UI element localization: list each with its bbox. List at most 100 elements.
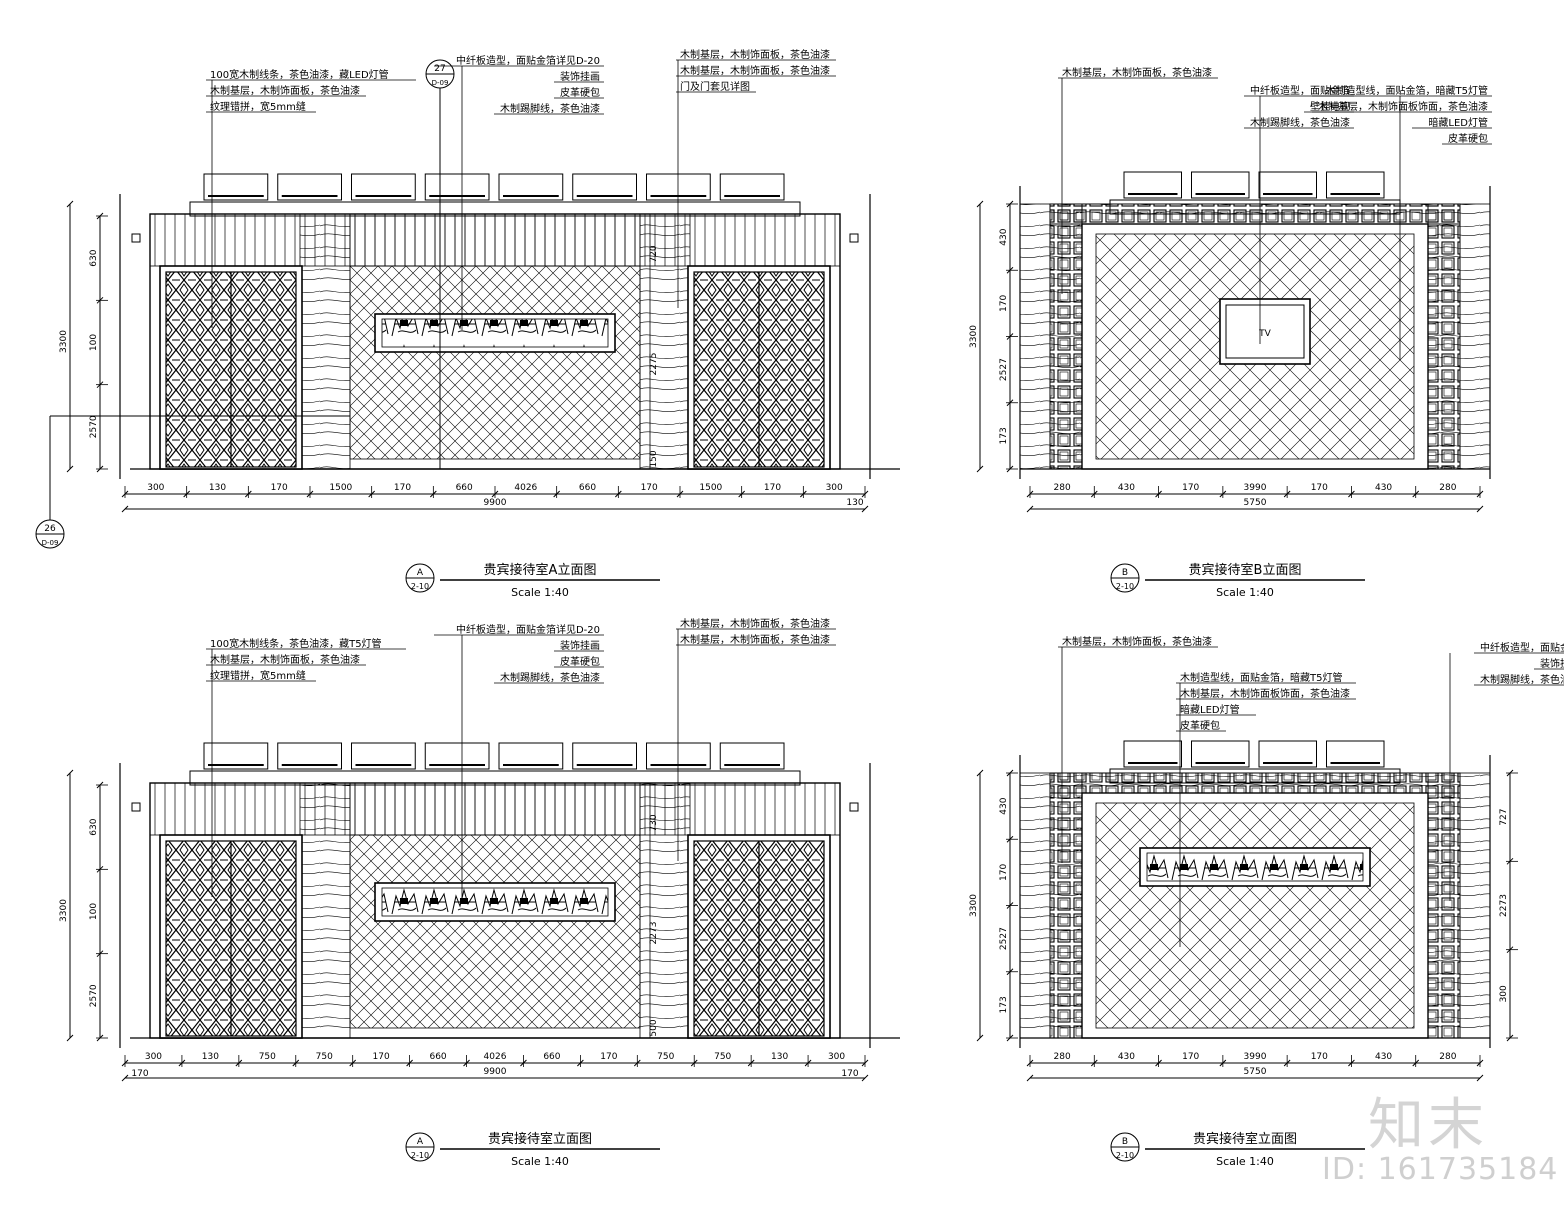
dimension-label: 100	[89, 334, 99, 351]
dimension-tick	[1283, 1059, 1291, 1067]
dimension-label: 727	[1499, 809, 1509, 826]
annotation-note: 装饰挂画	[560, 639, 600, 652]
section-callout-sheet: D-09	[42, 539, 59, 547]
view-title: 贵宾接待室立面图	[488, 1131, 592, 1147]
total-dimension-label: 9900	[484, 498, 507, 508]
dimension-label: 280	[1054, 483, 1071, 493]
dimension-tick	[178, 1059, 186, 1067]
annotation-note: 100宽木制线条，茶色油漆，藏T5灯管	[210, 637, 382, 650]
annotation-note: 木制踢脚线，茶色油漆	[500, 102, 600, 115]
annotation-note: 纹理错拼，宽5mm缝	[210, 100, 306, 113]
dimension-label: 170	[841, 1069, 858, 1079]
dimension-label: 660	[429, 1052, 446, 1062]
dimension-tick	[96, 1034, 104, 1042]
dimension-tick	[520, 1059, 527, 1067]
view-tag-number: 2-10	[1116, 582, 1134, 591]
leather-panel	[349, 834, 641, 1029]
annotation-note: 中纤板造型，面贴金箔	[1250, 84, 1350, 97]
dimension-tick	[976, 1034, 984, 1042]
dimension-tick	[121, 1074, 129, 1082]
section-marker	[849, 233, 859, 243]
dimension-tick	[1348, 490, 1355, 498]
annotation-note: 木制踢脚线，茶色油漆	[500, 671, 600, 684]
dimension-label: 750	[714, 1052, 731, 1062]
dimension-label: 750	[657, 1052, 674, 1062]
watermark-logo: 知末	[1368, 1093, 1488, 1158]
dimension-label: 170	[394, 483, 411, 493]
dimension-label: 2273	[649, 922, 659, 945]
dimension-label: 150	[649, 450, 659, 467]
annotation-note: 装饰挂画	[560, 70, 600, 83]
dimension-label: 173	[999, 427, 1009, 444]
left-total-dimension: 3300	[59, 769, 74, 1042]
annotation-note: 木制踢脚线，茶色油漆	[1250, 116, 1350, 129]
dimension-tick	[66, 769, 74, 777]
section-callout-sheet: D-09	[432, 79, 449, 87]
annotation-note: 暗藏LED灯管	[1180, 703, 1240, 716]
dimension-tick	[1476, 490, 1484, 498]
dimension-label: 300	[1499, 985, 1509, 1002]
annotation-note: 皮革硬包	[560, 86, 600, 99]
dimension-tick	[1006, 465, 1014, 473]
dimension-label: 280	[1439, 483, 1456, 493]
elevation-B2: 木制基层，木制饰面板，茶色油漆木制造型线，面贴金箔，暗藏T5灯管木制基层，木制饰…	[969, 635, 1564, 1168]
dimension-label: 280	[1054, 1052, 1071, 1062]
dimension-label: 170	[131, 1069, 148, 1079]
annotation-note: 木制基层，木制饰面板饰面，茶色油漆	[1180, 687, 1350, 700]
dimension-tick	[676, 490, 684, 498]
dimension-tick	[1476, 1074, 1484, 1082]
section-callout-number: 26	[44, 524, 56, 534]
annotation-note: 木制造型线，面贴金箔，暗藏T5灯管	[1326, 84, 1488, 97]
dimension-tick	[368, 490, 376, 498]
dimension-tick	[976, 769, 984, 777]
decorative-painting	[1146, 852, 1364, 882]
annotation-note: 中纤板造型，面贴金箔详见D-20	[456, 54, 600, 67]
dimension-tick	[1006, 333, 1014, 340]
dimension-tick	[1026, 505, 1034, 513]
view-scale: Scale 1:40	[1216, 586, 1274, 599]
annotation-note: 皮革硬包	[560, 655, 600, 668]
view-tag-number: 2-10	[1116, 1151, 1134, 1160]
leather-panel	[1095, 802, 1415, 1029]
dimension-label: 170	[1311, 483, 1328, 493]
tile-frame-right	[1427, 772, 1461, 1039]
dimension-tick	[96, 950, 104, 958]
dimension-tick	[1006, 835, 1014, 843]
tv-label: TV	[1258, 329, 1271, 339]
dimension-label: 170	[999, 864, 1009, 881]
dimension-tick	[1026, 490, 1034, 498]
dimension-tick	[1412, 490, 1420, 498]
dimension-tick	[1412, 1059, 1420, 1067]
dimension-tick	[463, 1059, 470, 1067]
dimension-tick	[1026, 1059, 1034, 1067]
dimension-label: 1500	[329, 483, 352, 493]
dimension-tick	[633, 1059, 641, 1067]
leather-panel	[349, 265, 641, 460]
dimension-tick	[861, 1059, 869, 1067]
dimension-label: 300	[826, 483, 843, 493]
dimension-label: 170	[999, 295, 1009, 312]
dimension-tick	[861, 1074, 869, 1082]
dimension-label: 170	[764, 483, 781, 493]
dimension-tick	[738, 490, 746, 498]
dimension-label: 4026	[514, 483, 537, 493]
dimension-label: 170	[641, 483, 658, 493]
dimension-label: 3300	[59, 330, 69, 353]
dimension-tick	[96, 381, 104, 389]
dimension-tick	[183, 490, 191, 498]
dimension-label: 130	[202, 1052, 219, 1062]
dimension-tick	[976, 200, 984, 208]
tile-frame-right	[1427, 203, 1461, 470]
dimension-label: 660	[579, 483, 596, 493]
dimension-label: 430	[1375, 483, 1392, 493]
dimension-tick	[1006, 200, 1014, 208]
view-tag-letter: A	[417, 1137, 424, 1147]
elevation-A1: 100宽木制线条，茶色油漆，藏LED灯管木制基层，木制饰面板，茶色油漆纹理错拼，…	[35, 48, 900, 599]
dimension-label: 3990	[1244, 1052, 1267, 1062]
dimension-tick	[747, 1059, 755, 1067]
dimension-label: 430	[999, 797, 1009, 814]
annotation-note: 木制基层，木制饰面板，茶色油漆	[1062, 635, 1212, 648]
wood-grain-panel	[639, 782, 691, 1039]
